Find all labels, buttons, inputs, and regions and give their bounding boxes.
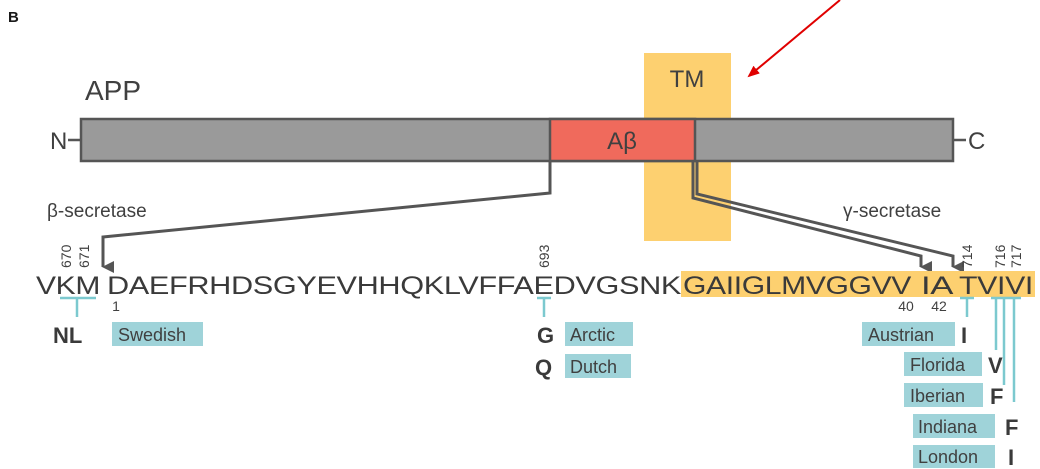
dutch-aa: Q xyxy=(535,355,552,380)
london-aa: I xyxy=(1008,445,1014,469)
florida-aa: V xyxy=(988,353,1003,378)
position-671: 671 xyxy=(76,244,92,268)
position-693: 693 xyxy=(536,244,552,268)
sequence-ia: IA xyxy=(921,272,954,300)
indiana-tag xyxy=(913,414,995,438)
app-label: APP xyxy=(85,75,141,106)
mutation-connectors xyxy=(60,296,1021,402)
austrian-aa: I xyxy=(961,323,967,348)
beta-secretase-label: β-secretase xyxy=(47,201,147,222)
sequence-main: DAEFRHDSGYEVHHQKLVFFAEDVGSNK xyxy=(107,272,682,300)
app-bar xyxy=(79,117,955,163)
gamma-secretase-label: γ-secretase xyxy=(843,201,941,222)
arctic-tag xyxy=(565,322,633,346)
indiana-aa: F xyxy=(1005,415,1018,440)
florida-name: Florida xyxy=(910,355,966,375)
beta-cleavage-line xyxy=(101,161,552,273)
sequence-tm-highlight xyxy=(681,271,1035,297)
arctic-name: Arctic xyxy=(570,325,615,345)
position-716: 716 xyxy=(992,244,1008,268)
gamma-cleavage-line-42 xyxy=(695,161,964,273)
swedish-name: Swedish xyxy=(118,325,186,345)
position-40: 40 xyxy=(898,298,914,314)
dutch-name: Dutch xyxy=(570,357,617,377)
gamma-cleavage-line-40 xyxy=(691,161,932,273)
swedish-tag xyxy=(112,322,203,346)
london-tag xyxy=(913,445,995,468)
iberian-name: Iberian xyxy=(910,386,965,406)
n-terminus-label: N xyxy=(50,128,67,155)
abeta-label: Aβ xyxy=(607,128,637,155)
position-670: 670 xyxy=(58,244,74,268)
swedish-aa: NL xyxy=(53,323,82,348)
panel-label: B xyxy=(8,9,19,26)
london-name: London xyxy=(918,447,978,467)
position-717: 717 xyxy=(1008,244,1024,268)
tm-label: TM xyxy=(670,66,705,93)
position-714: 714 xyxy=(959,244,975,268)
iberian-aa: F xyxy=(990,384,1003,409)
position-42: 42 xyxy=(931,298,947,314)
indiana-name: Indiana xyxy=(918,417,978,437)
sequence-tm-part: GAIIGLMVGGVV xyxy=(683,272,912,300)
iberian-tag xyxy=(904,383,983,407)
florida-tag xyxy=(904,352,982,376)
position-1: 1 xyxy=(112,298,120,314)
abeta-region xyxy=(548,117,697,163)
red-pointer-arrow xyxy=(747,0,841,78)
austrian-tag xyxy=(862,322,955,346)
sequence-prefix: VKM xyxy=(36,272,100,300)
dutch-tag xyxy=(565,354,631,378)
arctic-aa: G xyxy=(537,323,554,348)
c-terminus-label: C xyxy=(968,128,985,155)
austrian-name: Austrian xyxy=(868,325,934,345)
sequence-tail: TVIVI xyxy=(959,272,1033,300)
